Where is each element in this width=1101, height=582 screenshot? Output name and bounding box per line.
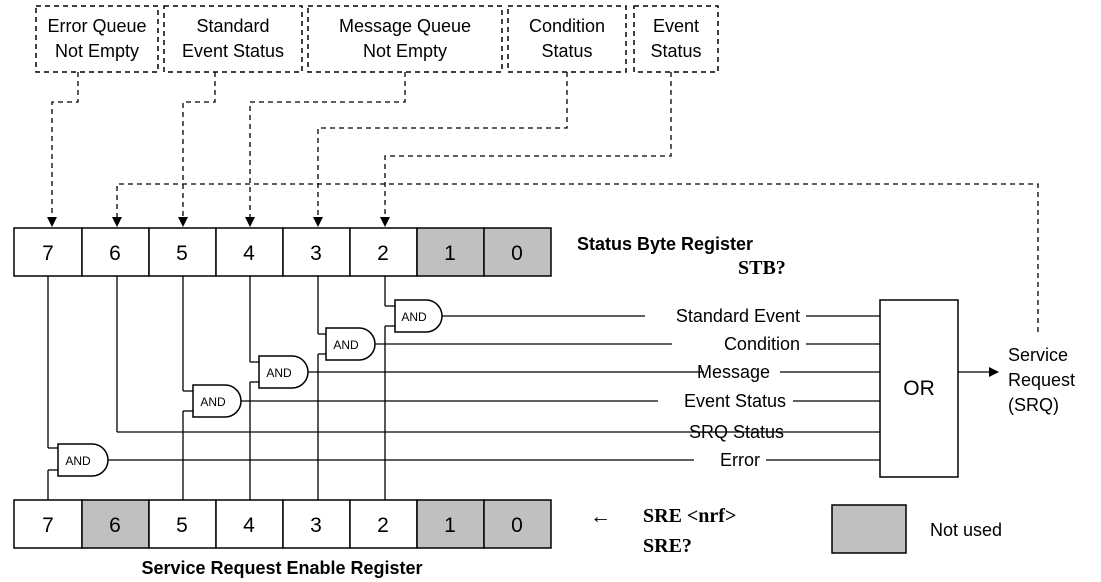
status-byte-register: 7 6 5 4 3 2 1 0	[13, 227, 552, 277]
service-request-enable-register: 7 6 5 4 3 2 1 0	[13, 499, 552, 549]
service-request-output: Service Request (SRQ)	[1008, 345, 1075, 415]
stb-bit-1: 1	[416, 227, 485, 277]
and-gate-bit-3: AND	[318, 327, 376, 361]
stb-bit-3: 3	[282, 227, 351, 277]
stb-query: STB?	[738, 257, 786, 279]
and-gate-bit-7: AND	[48, 443, 109, 477]
stb-bit-4: 4	[215, 227, 284, 277]
summary-message: Message	[697, 362, 770, 382]
source-label-line2: Not Empty	[55, 41, 139, 61]
stb-bit-2: 2	[349, 227, 418, 277]
bit-label: 5	[176, 242, 188, 265]
stb-bit-6: 6	[81, 227, 150, 277]
sre-command: SRE <nrf>	[643, 505, 736, 527]
bit-label: 2	[377, 242, 389, 265]
source-label-line2: Status	[650, 41, 701, 61]
summary-error: Error	[720, 450, 760, 470]
source-label-line1: Event	[653, 16, 699, 36]
source-box-event-status: Event Status	[633, 5, 719, 73]
and-gate-bit-5: AND	[183, 384, 242, 418]
output-line3: (SRQ)	[1008, 395, 1059, 415]
source-label-line2: Status	[541, 41, 592, 61]
bit-label: 2	[377, 514, 389, 537]
bit-label: 7	[42, 242, 54, 265]
and-gate-bit-4: AND	[250, 355, 309, 389]
gate-label: AND	[266, 366, 292, 380]
bit-label: 3	[310, 242, 322, 265]
bit-label: 5	[176, 514, 188, 537]
source-box-standard-event: Standard Event Status	[163, 5, 303, 73]
bit-label: 1	[444, 514, 456, 537]
sre-bit-4: 4	[215, 499, 284, 549]
source-label-line2: Not Empty	[363, 41, 447, 61]
bit-label: 1	[444, 242, 456, 265]
summary-lines	[108, 315, 880, 461]
sre-title: Service Request Enable Register	[141, 558, 422, 578]
sre-bit-0: 0	[483, 499, 552, 549]
sre-bit-7: 7	[13, 499, 83, 549]
bit-label: 6	[109, 514, 121, 537]
source-label-line1: Message Queue	[339, 16, 471, 36]
source-label-line1: Standard	[196, 16, 269, 36]
output-line2: Request	[1008, 370, 1075, 390]
stb-bit-0: 0	[483, 227, 552, 277]
summary-standard-event: Standard Event	[676, 306, 800, 326]
gate-label: AND	[333, 338, 359, 352]
register-lines	[47, 276, 880, 500]
sre-query: SRE?	[643, 535, 692, 557]
and-gate-bit-2: AND	[385, 299, 443, 333]
legend: Not used	[831, 504, 1002, 554]
source-box-message-queue: Message Queue Not Empty	[307, 5, 503, 73]
bit-label: 0	[511, 242, 523, 265]
gate-label: AND	[65, 454, 91, 468]
stb-bit-5: 5	[148, 227, 217, 277]
summary-srq-status: SRQ Status	[689, 422, 784, 442]
left-arrow-icon: ←	[590, 505, 611, 528]
bit-label: 3	[310, 514, 322, 537]
output-line1: Service	[1008, 345, 1068, 365]
bit-label: 7	[42, 514, 54, 537]
bit-label: 6	[109, 242, 121, 265]
legend-label: Not used	[930, 520, 1002, 540]
or-gate: OR	[879, 299, 959, 478]
dashed-connectors	[47, 72, 1039, 332]
sre-bit-1: 1	[416, 499, 485, 549]
bit-label: 0	[511, 514, 523, 537]
source-box-error-queue: Error Queue Not Empty	[35, 5, 159, 73]
or-gate-label: OR	[903, 377, 935, 400]
legend-swatch	[831, 504, 907, 554]
gate-label: AND	[200, 395, 226, 409]
source-label-line1: Error Queue	[47, 16, 146, 36]
gate-label: AND	[401, 310, 427, 324]
sre-bit-5: 5	[148, 499, 217, 549]
sre-bit-3: 3	[282, 499, 351, 549]
source-label-line2: Event Status	[182, 41, 284, 61]
source-label-line1: Condition	[529, 16, 605, 36]
bit-label: 4	[243, 242, 255, 265]
sre-bit-2: 2	[349, 499, 418, 549]
summary-condition: Condition	[724, 334, 800, 354]
summary-event-status: Event Status	[684, 391, 786, 411]
stb-bit-7: 7	[13, 227, 83, 277]
bit-label: 4	[243, 514, 255, 537]
sre-bit-6: 6	[81, 499, 150, 549]
status-byte-title: Status Byte Register	[577, 234, 753, 254]
source-box-condition-status: Condition Status	[507, 5, 627, 73]
